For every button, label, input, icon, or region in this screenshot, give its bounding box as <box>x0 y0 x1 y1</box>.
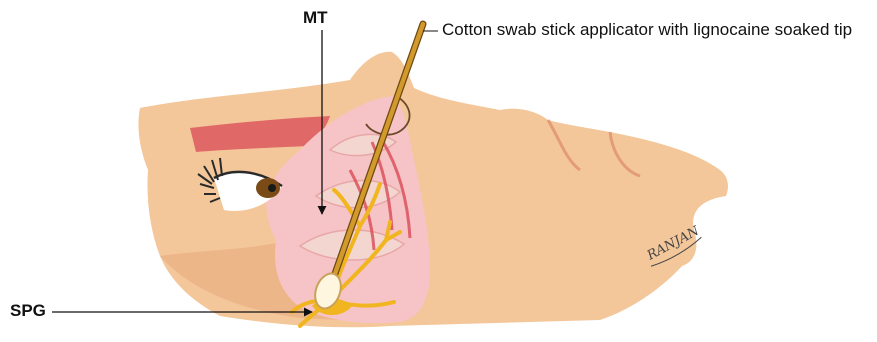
label-mt: MT <box>303 8 328 28</box>
label-spg: SPG <box>10 301 46 321</box>
label-cotton-swab: Cotton swab stick applicator with lignoc… <box>442 20 852 40</box>
